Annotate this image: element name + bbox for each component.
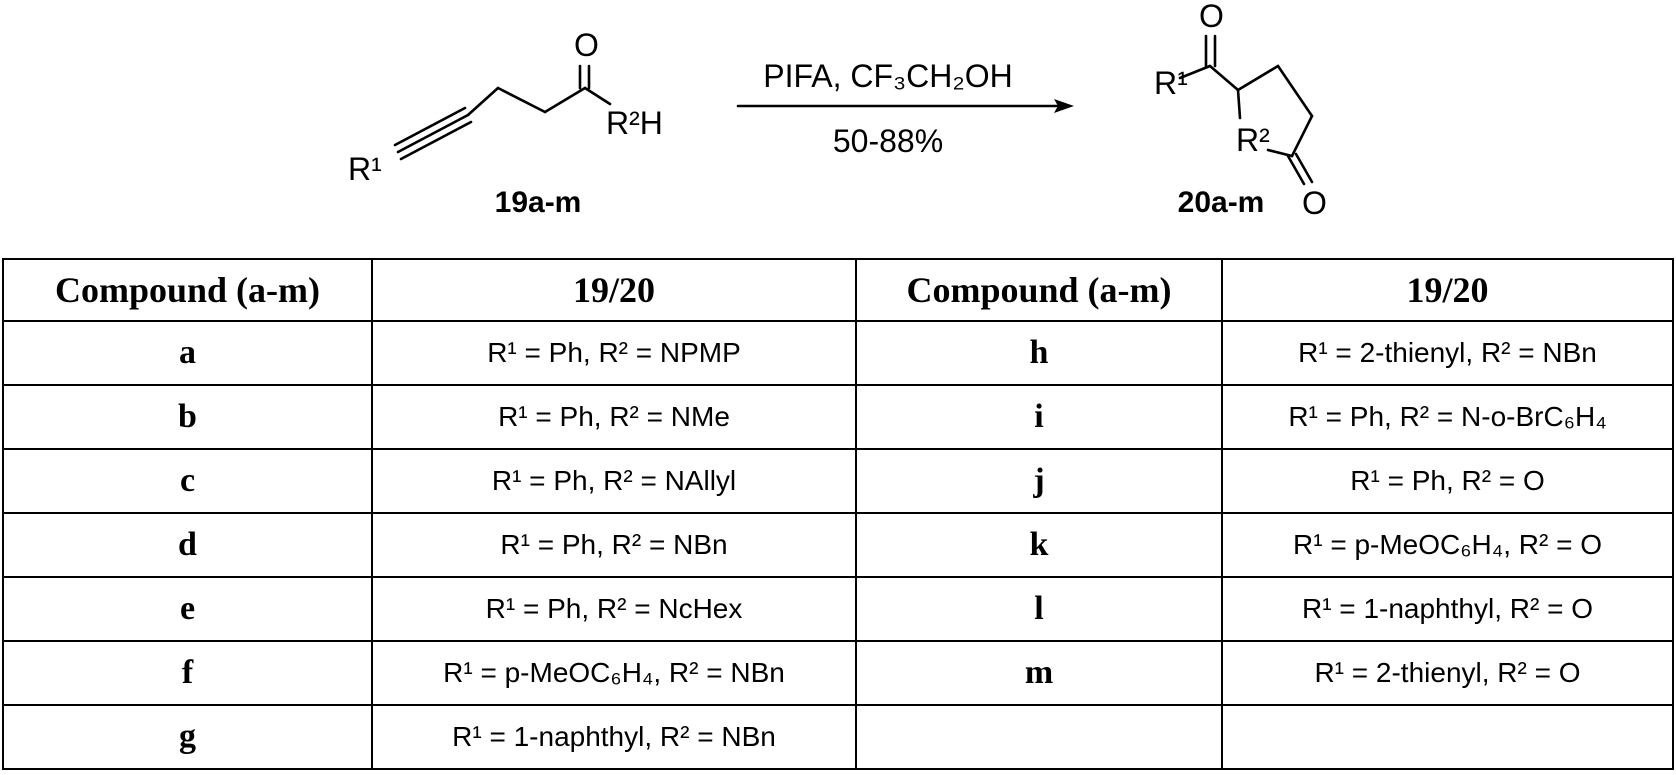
- compound-letter: b: [2, 384, 373, 450]
- compound-letter: d: [2, 512, 373, 578]
- compound-letter: h: [855, 320, 1223, 386]
- substituent-cell: R¹ = Ph, R² = NMe: [371, 384, 857, 450]
- table-row: b R¹ = Ph, R² = NMe i R¹ = Ph, R² = N-o-…: [2, 384, 1674, 450]
- ring-bond: [1236, 64, 1280, 92]
- table-row: e R¹ = Ph, R² = NcHex l R¹ = 1-naphthyl,…: [2, 576, 1674, 642]
- ring-bond: [1276, 64, 1314, 118]
- substituent-cell: R¹ = 1-naphthyl, R² = NBn: [371, 704, 857, 770]
- product-label: 20a-m: [1178, 186, 1265, 219]
- table-row: d R¹ = Ph, R² = NBn k R¹ = p-MeOC₆H₄, R²…: [2, 512, 1674, 578]
- lactam-double-bond: [1286, 154, 1306, 186]
- substituent-cell: R¹ = Ph, R² = N-o-BrC₆H₄: [1221, 384, 1674, 450]
- carbonyl-ring-bond: [1208, 64, 1240, 92]
- compound-letter: a: [2, 320, 373, 386]
- product-r2: R²: [1236, 122, 1270, 158]
- carbonyl-n-bond: [583, 86, 612, 106]
- substituent-cell: R¹ = Ph, R² = NAllyl: [371, 448, 857, 514]
- header-substituents-right: 19/20: [1221, 258, 1674, 322]
- table-header-row: Compound (a-m) 19/20 Compound (a-m) 19/2…: [2, 258, 1674, 322]
- substituent-cell: R¹ = 2-thienyl, R² = NBn: [1221, 320, 1674, 386]
- header-substituents-left: 19/20: [371, 258, 857, 322]
- arrow-head: [1054, 99, 1074, 113]
- compound-letter: [855, 704, 1223, 770]
- table-row: g R¹ = 1-naphthyl, R² = NBn: [2, 704, 1674, 770]
- compound-letter: l: [855, 576, 1223, 642]
- table-row: c R¹ = Ph, R² = NAllyl j R¹ = Ph, R² = O: [2, 448, 1674, 514]
- substituent-table: Compound (a-m) 19/20 Compound (a-m) 19/2…: [2, 258, 1674, 770]
- ring-bond: [1236, 88, 1242, 120]
- product-r1: R¹: [1154, 65, 1188, 101]
- product-oxygen-top: O: [1199, 0, 1224, 34]
- alkyne-bond: [393, 106, 467, 147]
- reactant-label: 19a-m: [495, 186, 582, 219]
- product-oxygen-bottom: O: [1302, 185, 1327, 221]
- compound-letter: m: [855, 640, 1223, 706]
- substituent-cell: [1221, 704, 1674, 770]
- compound-letter: e: [2, 576, 373, 642]
- substituent-cell: R¹ = p-MeOC₆H₄, R² = NBn: [371, 640, 857, 706]
- chain-bond: [543, 86, 587, 114]
- ring-bond: [1290, 114, 1314, 158]
- alkyne-bond: [399, 120, 473, 161]
- substituent-cell: R¹ = Ph, R² = NBn: [371, 512, 857, 578]
- reaction-scheme: O R²H R¹ 19a-m PIFA, CF₃CH₂OH 50-88% O R…: [348, 0, 1327, 221]
- compound-letter: i: [855, 384, 1223, 450]
- substituent-cell: R¹ = Ph, R² = O: [1221, 448, 1674, 514]
- substituent-cell: R¹ = Ph, R² = NPMP: [371, 320, 857, 386]
- product-structure: [1178, 34, 1314, 186]
- compound-letter: g: [2, 704, 373, 770]
- compound-letter: c: [2, 448, 373, 514]
- reagents-text: PIFA, CF₃CH₂OH: [763, 58, 1012, 94]
- reactant-structure: [393, 64, 612, 161]
- table-row: a R¹ = Ph, R² = NPMP h R¹ = 2-thienyl, R…: [2, 320, 1674, 386]
- reactant-r1: R¹: [348, 151, 382, 187]
- chain-bond: [496, 86, 547, 114]
- yield-text: 50-88%: [833, 123, 943, 159]
- header-compound-left: Compound (a-m): [2, 258, 373, 322]
- alkyne-bond: [396, 113, 470, 154]
- substituent-cell: R¹ = p-MeOC₆H₄, R² = O: [1221, 512, 1674, 578]
- reactant-r2h: R²H: [606, 105, 663, 141]
- compound-letter: k: [855, 512, 1223, 578]
- reactant-oxygen: O: [574, 27, 599, 63]
- substituent-cell: R¹ = Ph, R² = NcHex: [371, 576, 857, 642]
- substituent-cell: R¹ = 2-thienyl, R² = O: [1221, 640, 1674, 706]
- table-row: f R¹ = p-MeOC₆H₄, R² = NBn m R¹ = 2-thie…: [2, 640, 1674, 706]
- chain-bond: [466, 86, 500, 117]
- lactam-double-bond: [1294, 152, 1314, 184]
- r1-carbonyl-bond: [1178, 64, 1212, 80]
- substituent-cell: R¹ = 1-naphthyl, R² = O: [1221, 576, 1674, 642]
- header-compound-right: Compound (a-m): [855, 258, 1223, 322]
- compound-letter: j: [855, 448, 1223, 514]
- compound-letter: f: [2, 640, 373, 706]
